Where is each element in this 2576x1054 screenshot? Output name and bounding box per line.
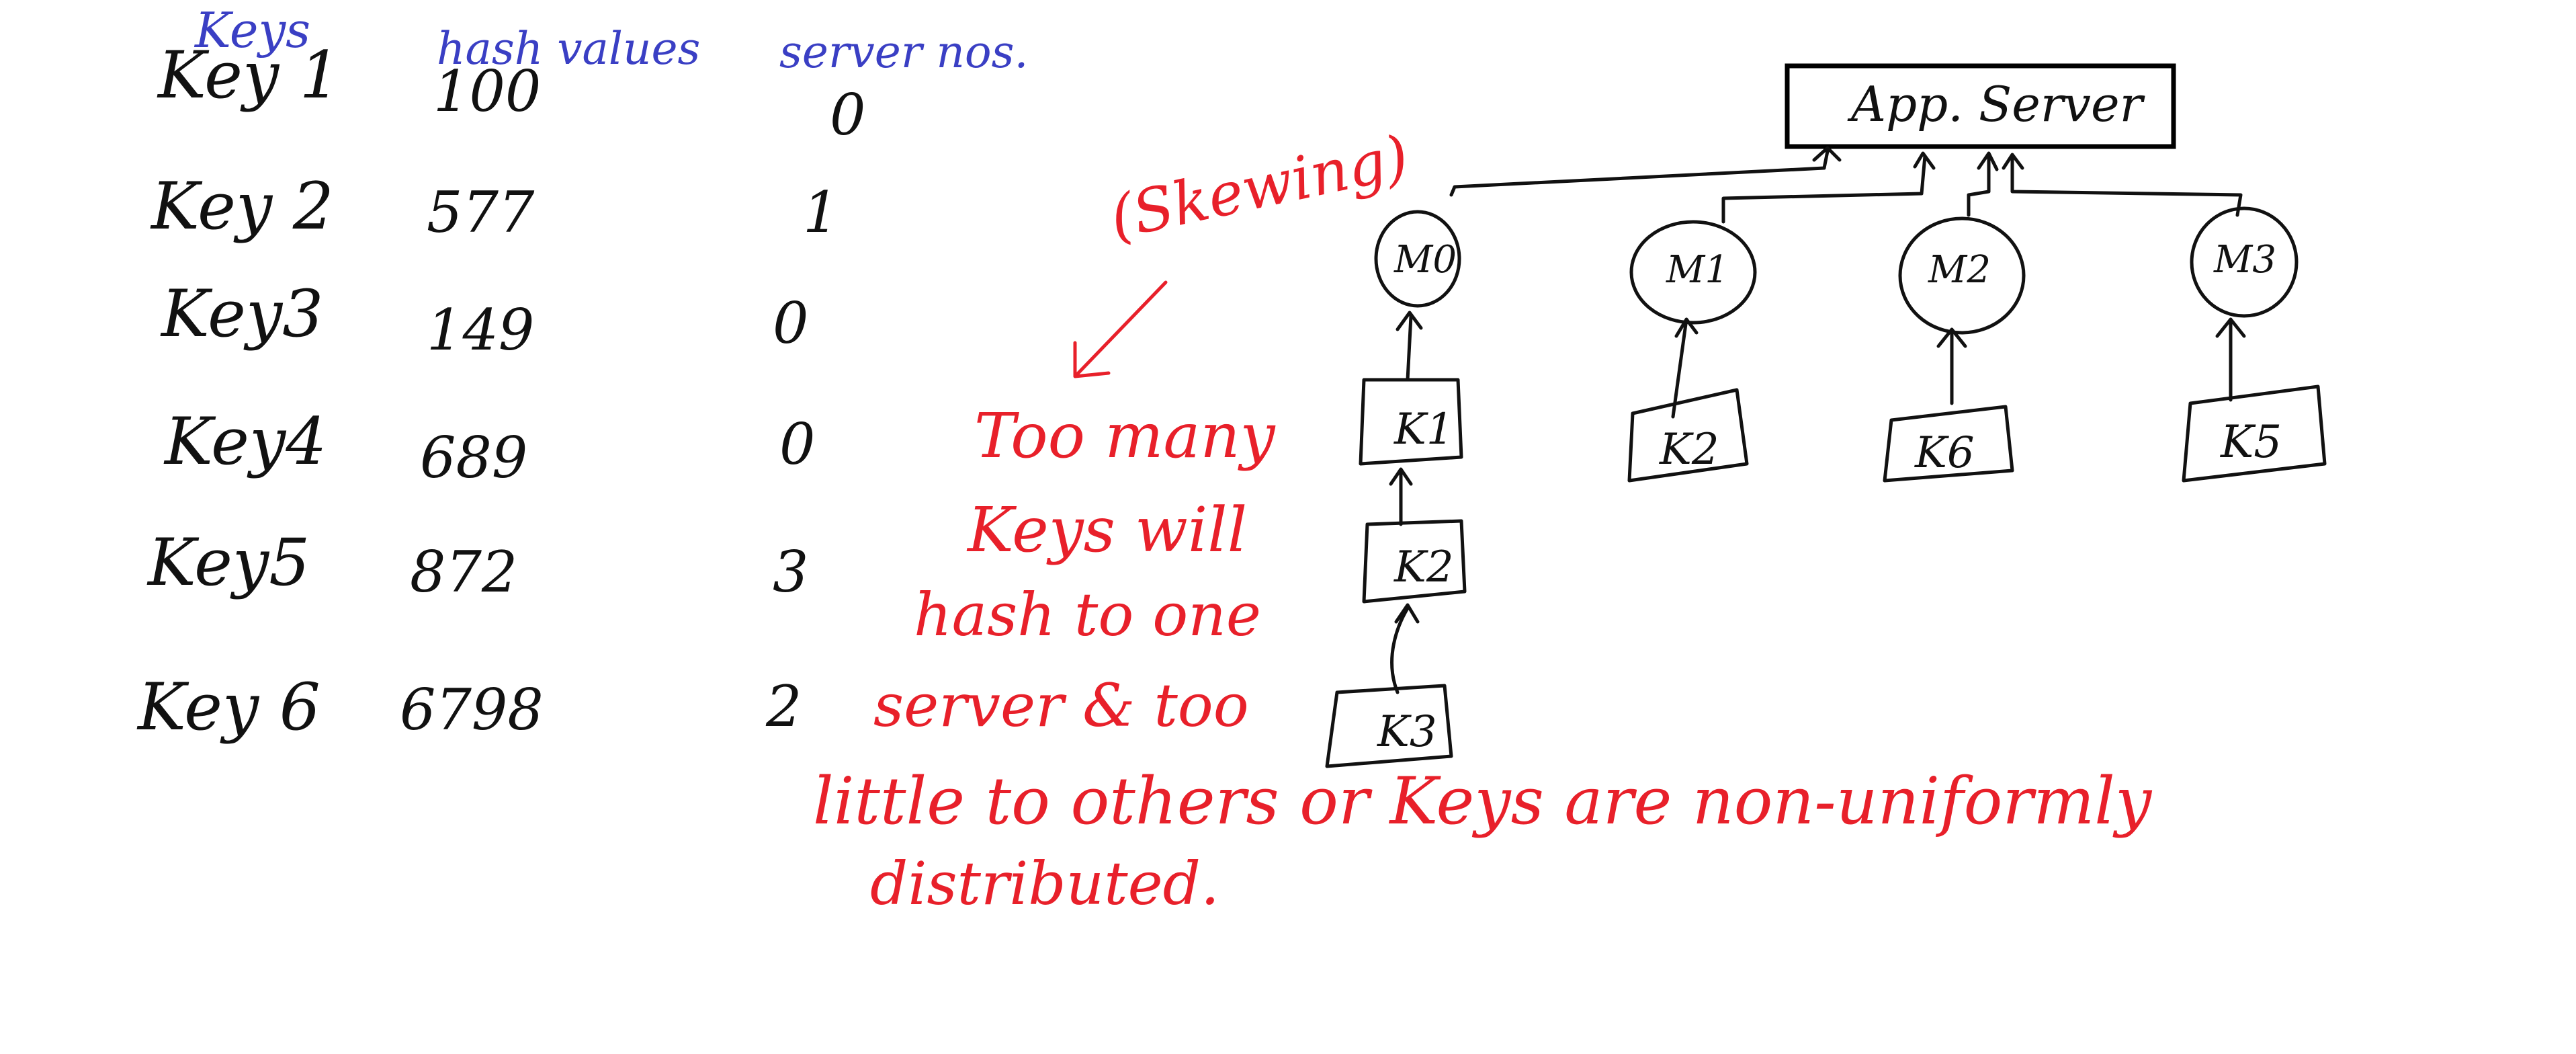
key-box-k1: K1 xyxy=(1359,378,1463,466)
m3-server-connector xyxy=(2002,153,2243,217)
hash-cell: 872 xyxy=(410,539,517,605)
hash-cell: 6798 xyxy=(400,677,544,743)
table-row: Key4 689 0 xyxy=(163,404,815,491)
key-box-k2-stack: K2 xyxy=(1362,519,1467,604)
annotation-line: hash to one xyxy=(914,580,1261,649)
machine-label: M0 xyxy=(1393,238,1457,282)
server-cell: 3 xyxy=(773,539,808,605)
hash-cell: 577 xyxy=(427,179,535,245)
server-cell: 0 xyxy=(773,290,808,356)
key-box-label: K2 xyxy=(1393,542,1454,592)
key-cell: Key3 xyxy=(160,276,323,352)
arrowhead xyxy=(1396,311,1423,331)
m1-server-connector xyxy=(1721,151,1936,224)
k2-m1-arrow xyxy=(1671,317,1699,419)
annotation-line: server & too xyxy=(873,671,1249,740)
key-cell: Key4 xyxy=(163,404,327,479)
key-box-k6: K6 xyxy=(1883,405,2014,483)
annotation-line: Keys will xyxy=(966,494,1247,566)
key-box-label: K3 xyxy=(1377,707,1437,757)
skewing-label: (Skewing) xyxy=(1104,122,1414,252)
machine-m3: M3 xyxy=(2190,206,2299,318)
key-box-k2: K2 xyxy=(1627,388,1749,483)
key-box-k5: K5 xyxy=(2182,384,2327,483)
key-cell: Key 6 xyxy=(136,670,320,745)
annotation-line: little to others or Keys are non-uniform… xyxy=(813,764,2153,839)
k6-m2-arrow xyxy=(1936,327,1967,405)
machine-label: M2 xyxy=(1928,248,1991,292)
server-cell: 0 xyxy=(779,411,815,477)
m0-server-connector xyxy=(1449,146,1842,197)
table-row: Key5 872 3 xyxy=(146,525,808,605)
k3-k2-arrow xyxy=(1390,603,1420,694)
machine-m1: M1 xyxy=(1629,220,1757,325)
key-box-label: K6 xyxy=(1914,428,1975,478)
header-keys: Keys xyxy=(194,2,310,58)
key-box-k3: K3 xyxy=(1325,684,1453,768)
machine-label: M1 xyxy=(1666,248,1729,292)
header-hash-values: hash values xyxy=(437,23,700,75)
machine-m0: M0 xyxy=(1374,210,1461,308)
k2-k1-arrow xyxy=(1389,467,1413,526)
key-cell: Key 1 xyxy=(157,38,341,113)
table-row: Key 6 6798 2 xyxy=(136,670,802,745)
app-server-label: App. Server xyxy=(1847,76,2145,132)
hash-cell: 100 xyxy=(433,58,541,124)
table-row: Key 2 577 1 xyxy=(150,169,839,245)
hash-cell: 149 xyxy=(427,297,534,363)
key-box-label: K1 xyxy=(1393,405,1454,454)
key-cell: Key5 xyxy=(146,525,310,600)
k1-m0-arrow xyxy=(1406,314,1413,382)
hash-cell: 689 xyxy=(420,425,527,491)
table-row: Key 1 100 0 xyxy=(157,38,865,148)
app-server-box xyxy=(1785,63,2176,149)
key-box-label: K5 xyxy=(2220,416,2282,468)
key-cell: Key 2 xyxy=(150,169,334,244)
k5-m3-arrow xyxy=(2215,317,2246,402)
server-cell: 1 xyxy=(803,179,839,245)
server-cell: 0 xyxy=(830,82,865,148)
machine-label: M3 xyxy=(2213,238,2276,282)
annotation-line: Too many xyxy=(974,400,1276,472)
table-row: Key3 149 0 xyxy=(160,276,808,363)
skewing-arrow xyxy=(1073,280,1168,378)
machine-m2: M2 xyxy=(1898,216,2026,335)
server-cell: 2 xyxy=(765,674,802,739)
annotation-line: distributed. xyxy=(870,849,1219,918)
header-server-nos: server nos. xyxy=(779,26,1028,78)
key-box-label: K2 xyxy=(1659,425,1719,475)
m2-server-connector xyxy=(1967,151,1999,217)
